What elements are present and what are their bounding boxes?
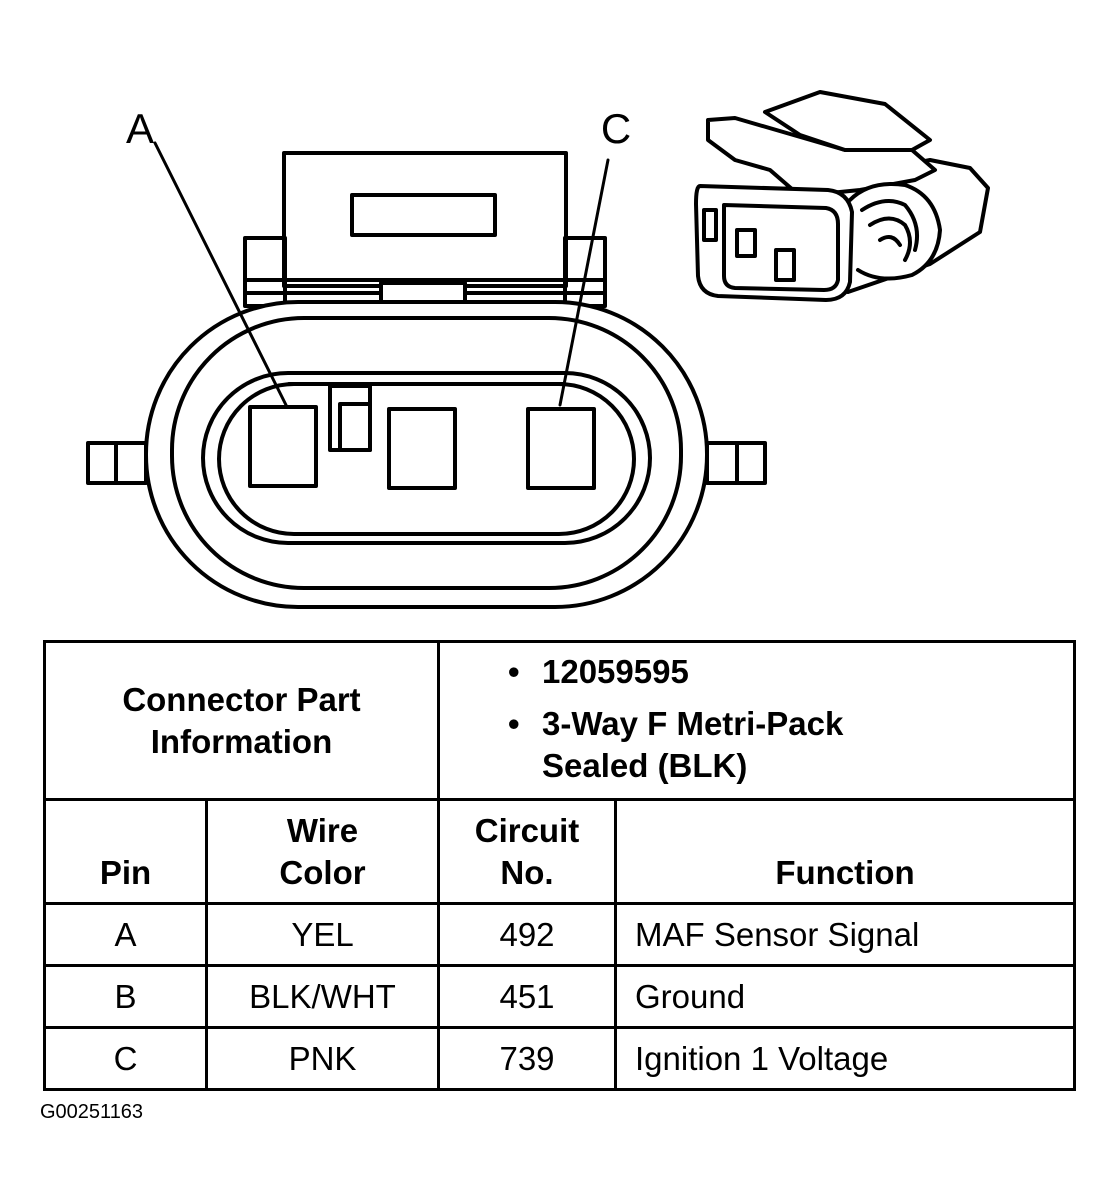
connector-type: 3-Way F Metri-Pack Sealed (BLK) [542, 704, 844, 784]
table-row: C PNK 739 Ignition 1 Voltage [43, 1026, 1076, 1091]
cell-function: MAF Sensor Signal [614, 902, 1076, 967]
table-header-row: Pin Wire Color Circuit No. Function [43, 798, 1076, 905]
connector-pinout-table: Connector Part Information • 12059595 • … [43, 640, 1076, 1091]
connector-type-item: • 3-Way F Metri-Pack Sealed (BLK) [508, 703, 1073, 787]
leader-line-c [558, 158, 610, 407]
figure-id: G00251163 [40, 1101, 144, 1123]
header-pin-text: Pin [99, 854, 152, 891]
connector-part-info-label: Connector Part Information [43, 640, 440, 801]
pin-a-callout: A [126, 105, 154, 152]
pin-c-callout: C [601, 105, 631, 152]
connector-face-view [86, 141, 767, 609]
cell-pin: C [43, 1026, 208, 1091]
connector-info-row: Connector Part Information • 12059595 • … [43, 640, 1076, 801]
cell-wire-color: BLK/WHT [205, 964, 440, 1029]
terminal-b [387, 407, 457, 490]
terminal-c [526, 407, 596, 490]
cell-circuit-no: 739 [437, 1026, 617, 1091]
cell-wire-color: PNK [205, 1026, 440, 1091]
header-function-text: Function [775, 854, 915, 891]
cell-function: Ground [614, 964, 1076, 1029]
header-wire-color-text: Wire Color [279, 812, 366, 891]
connector-part-list: • 12059595 • 3-Way F Metri-Pack Sealed (… [508, 651, 1073, 787]
header-circuit-no-text: Circuit No. [474, 812, 580, 891]
cell-pin: B [43, 964, 208, 1029]
bullet-icon: • [508, 652, 520, 690]
part-number: 12059595 [542, 652, 689, 690]
connector-diagram: A C [86, 90, 990, 609]
cell-function: Ignition 1 Voltage [614, 1026, 1076, 1091]
leader-line-a [153, 141, 288, 407]
header-pin: Pin [43, 798, 208, 905]
header-wire-color: Wire Color [205, 798, 440, 905]
table-row: A YEL 492 MAF Sensor Signal [43, 902, 1076, 967]
connector-part-info-values: • 12059595 • 3-Way F Metri-Pack Sealed (… [437, 640, 1076, 801]
header-circuit-no: Circuit No. [437, 798, 617, 905]
bullet-icon: • [508, 704, 520, 742]
cell-circuit-no: 492 [437, 902, 617, 967]
cell-pin: A [43, 902, 208, 967]
part-number-item: • 12059595 [508, 651, 1073, 693]
cell-circuit-no: 451 [437, 964, 617, 1029]
connector-perspective-view [694, 90, 990, 302]
connector-part-info-text: Connector Part Information [122, 680, 361, 760]
terminal-a [248, 405, 318, 488]
cell-wire-color: YEL [205, 902, 440, 967]
header-function: Function [614, 798, 1076, 905]
table-row: B BLK/WHT 451 Ground [43, 964, 1076, 1029]
